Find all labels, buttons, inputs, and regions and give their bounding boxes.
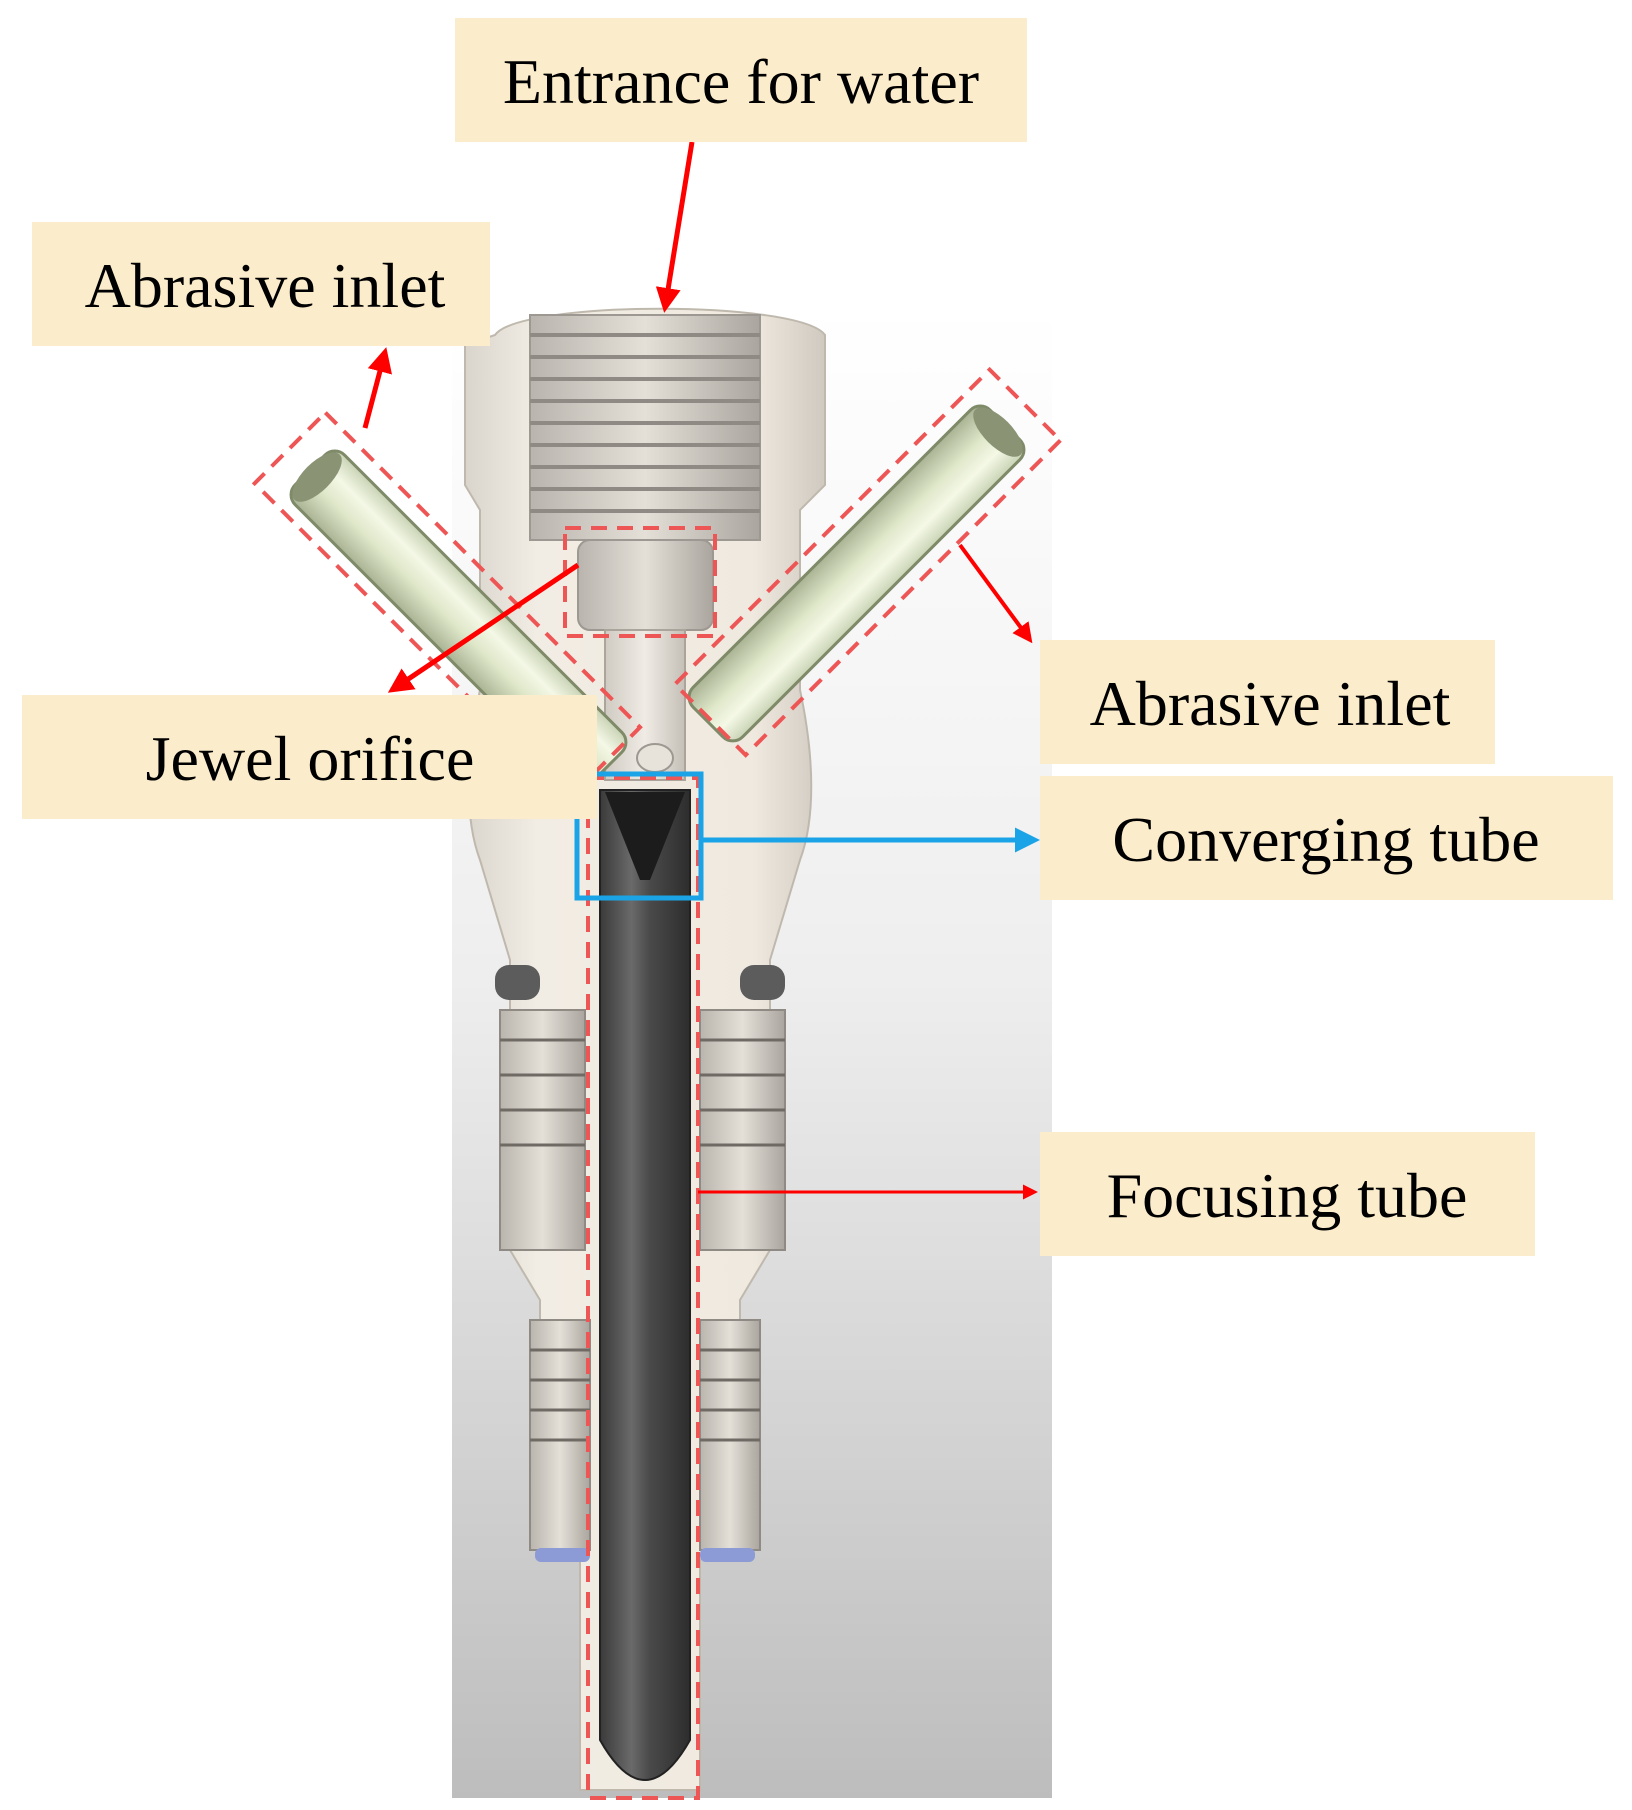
jewel-holder [577,539,714,631]
jewel-orifice-label-text: Jewel orifice [146,723,475,794]
abrasive-inlet-left-label: Abrasive inlet [32,222,490,346]
abrasive-inlet-right-label-box [1040,640,1495,764]
thread-cavity [529,314,761,541]
entrance-label-box [455,18,1027,142]
converging-tube-label: Converging tube [1040,776,1613,900]
converging-tube-highlight [574,771,704,901]
dashed-outlines [251,366,1064,1800]
jewel-arrow [387,562,580,693]
entrance-label-text: Entrance for water [503,46,979,117]
entrance-arrow [655,141,695,313]
entrance-label: Entrance for water [455,18,1027,142]
right-abrasive-inlet-tube [687,404,1026,743]
focusing-tube-label-text: Focusing tube [1107,1160,1468,1231]
collar-threads [500,1038,785,1442]
left-inlet-arrow [362,347,392,429]
thread-lines [530,333,760,513]
seal-rings [495,965,785,1000]
focusing-tube [599,789,691,1781]
abrasive-inlet-left-label-text: Abrasive inlet [85,250,446,321]
mixing-port [636,743,674,773]
right-inlet-arrow [958,543,1033,644]
converging-tube-label-text: Converging tube [1112,804,1539,875]
abrasive-inlet-right-label: Abrasive inlet [1040,640,1495,764]
lower-collars [499,1009,786,1551]
focusing-tube-label: Focusing tube [1040,1132,1535,1256]
abrasive-inlet-right-label-text: Abrasive inlet [1090,668,1451,739]
converging-tube-label-box [1040,776,1613,900]
jewel-orifice-label-box [22,695,597,819]
converging-cone [605,792,685,880]
jewel-orifice-label: Jewel orifice [22,695,597,819]
focusing-tube-label-box [1040,1132,1535,1256]
blue-washers [535,1548,755,1562]
abrasive-inlet-left-label-box [32,222,490,346]
